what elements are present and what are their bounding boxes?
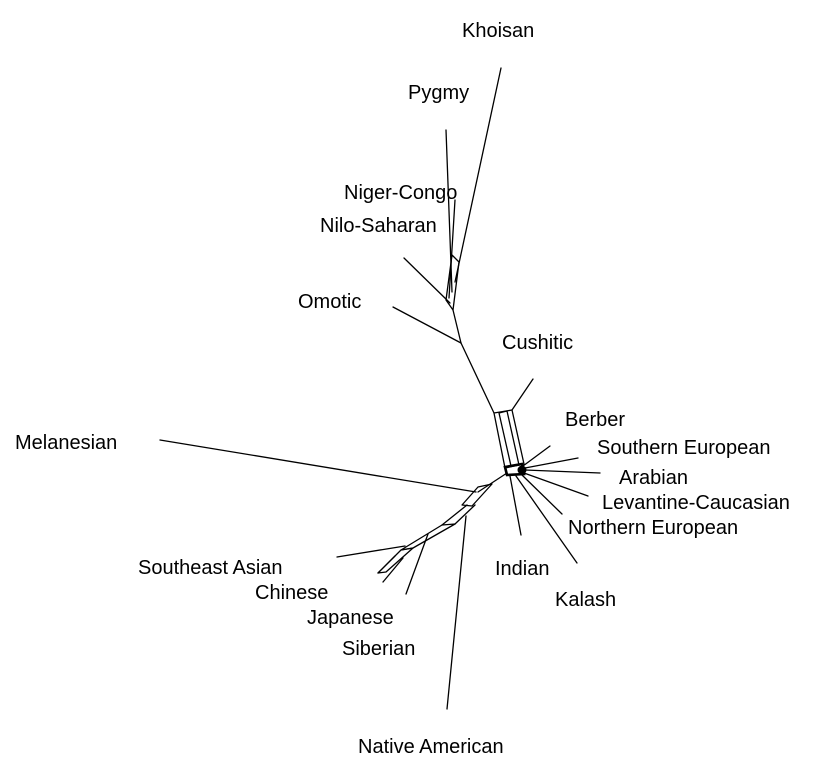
branch-levantine-caucasian bbox=[523, 472, 589, 497]
branch-melanesian bbox=[159, 439, 477, 493]
label-arabian: Arabian bbox=[619, 467, 688, 489]
branch-southern-european bbox=[524, 457, 579, 469]
internal-asia-2 bbox=[454, 504, 476, 525]
branch-native-american bbox=[446, 515, 467, 710]
branch-niger-congo bbox=[448, 199, 456, 299]
label-southeast-asian: Southeast Asian bbox=[138, 557, 283, 579]
label-southern-european: Southern European bbox=[597, 437, 770, 459]
leaf-labels: Khoisan Pygmy Niger-Congo Nilo-Saharan O… bbox=[15, 20, 790, 758]
label-melanesian: Melanesian bbox=[15, 432, 117, 454]
hub-node bbox=[517, 465, 527, 475]
branch-nilo-saharan bbox=[403, 257, 451, 304]
label-chinese: Chinese bbox=[255, 582, 328, 604]
branch-chinese bbox=[377, 555, 396, 574]
branch-siberian bbox=[405, 533, 429, 595]
reticulation-cushitic-inner bbox=[498, 410, 520, 467]
reticulation-africa bbox=[445, 254, 460, 311]
branch-khoisan bbox=[454, 67, 502, 283]
network-branches bbox=[159, 67, 601, 710]
label-northern-european: Northern European bbox=[568, 517, 738, 539]
branch-arabian bbox=[524, 469, 601, 474]
branch-cushitic bbox=[511, 378, 534, 411]
internal-africa bbox=[452, 309, 462, 344]
label-niger-congo: Niger-Congo bbox=[344, 182, 457, 204]
label-omotic: Omotic bbox=[298, 291, 361, 313]
label-nilo-saharan: Nilo-Saharan bbox=[320, 215, 437, 237]
internal-east bbox=[477, 472, 508, 493]
label-native-american: Native American bbox=[358, 736, 504, 758]
branch-kalash bbox=[515, 475, 578, 564]
internal-asia bbox=[441, 504, 468, 526]
label-cushitic: Cushitic bbox=[502, 332, 573, 354]
branch-japanese bbox=[382, 557, 404, 583]
branch-indian bbox=[509, 475, 522, 536]
label-pygmy: Pygmy bbox=[408, 82, 469, 104]
branch-northern-european bbox=[521, 474, 563, 515]
branch-omotic bbox=[392, 306, 462, 344]
reticulation-asia bbox=[400, 523, 456, 551]
label-berber: Berber bbox=[565, 409, 625, 431]
label-kalash: Kalash bbox=[555, 589, 616, 611]
branch-berber bbox=[522, 445, 551, 467]
internal-cushitic bbox=[460, 342, 495, 414]
reticulation-east-asia bbox=[377, 547, 414, 574]
branch-southeast-asian bbox=[336, 545, 406, 558]
label-japanese: Japanese bbox=[307, 607, 394, 629]
label-levantine-caucasian: Levantine-Caucasian bbox=[602, 492, 790, 514]
label-indian: Indian bbox=[495, 558, 550, 580]
label-khoisan: Khoisan bbox=[462, 20, 534, 42]
label-siberian: Siberian bbox=[342, 638, 415, 660]
reticulation-east bbox=[461, 483, 493, 507]
